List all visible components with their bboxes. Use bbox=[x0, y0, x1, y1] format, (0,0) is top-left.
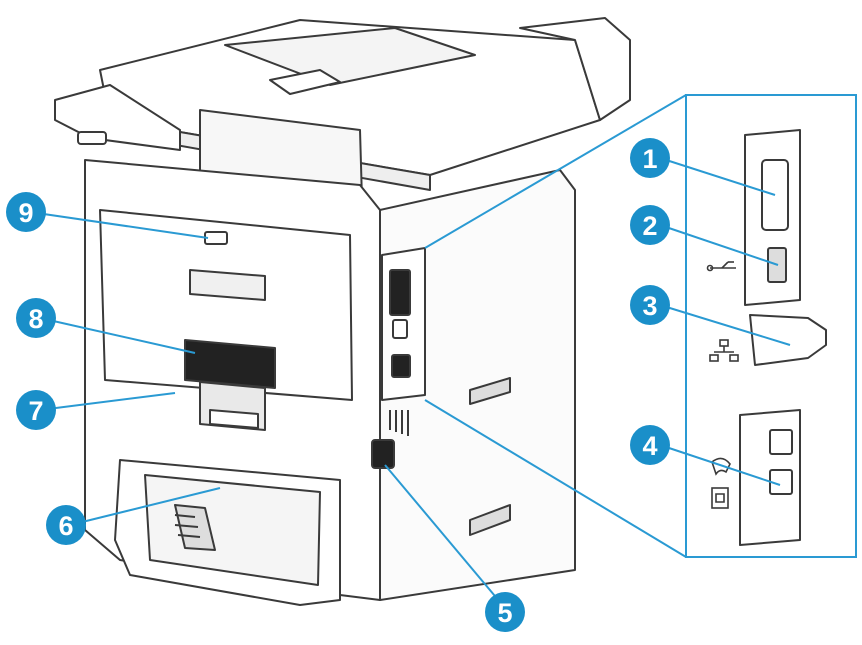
callout-1: 1 bbox=[630, 138, 670, 178]
adf-right-block bbox=[519, 17, 631, 121]
inset-leader-bottom bbox=[424, 399, 687, 558]
side-slot-upper bbox=[469, 377, 511, 405]
inset-line-port-upper bbox=[769, 429, 793, 455]
callout-2: 2 bbox=[630, 205, 670, 245]
callout-2-number: 2 bbox=[642, 211, 657, 241]
inset-leader-top bbox=[424, 94, 687, 249]
port-fax-small bbox=[389, 269, 411, 316]
callout-9: 9 bbox=[6, 192, 46, 232]
callout-4-number: 4 bbox=[642, 431, 657, 461]
paper-guide-grip bbox=[174, 514, 201, 538]
port-usb-small bbox=[392, 319, 408, 339]
leader-8 bbox=[39, 317, 196, 354]
leader-3 bbox=[659, 304, 791, 346]
network-icon bbox=[709, 339, 739, 362]
side-slot-lower bbox=[469, 504, 511, 536]
leader-6 bbox=[69, 487, 221, 526]
callout-5-number: 5 bbox=[497, 598, 512, 628]
callout-9-number: 9 bbox=[18, 198, 33, 228]
telephone-icon bbox=[711, 487, 729, 509]
left-latch bbox=[77, 131, 107, 145]
callout-lines bbox=[29, 157, 791, 609]
leader-4 bbox=[659, 444, 781, 486]
leader-1 bbox=[659, 157, 776, 196]
leader-7 bbox=[39, 392, 176, 411]
rear-door-handle-recess bbox=[189, 269, 266, 301]
rear-door-latch bbox=[204, 231, 228, 245]
callout-7: 7 bbox=[16, 390, 56, 430]
callout-4: 4 bbox=[630, 425, 670, 465]
inset-ethernet-plug bbox=[749, 314, 827, 366]
paper-tray-inner bbox=[144, 474, 321, 586]
port-detail-inset bbox=[424, 94, 857, 558]
printer-illustration bbox=[54, 17, 631, 606]
port-eth-small bbox=[391, 354, 411, 378]
callout-5: 5 bbox=[485, 592, 525, 632]
fax-line-icon bbox=[711, 457, 731, 476]
usb-icon bbox=[706, 261, 736, 272]
callout-badges: 1 2 3 4 5 6 7 8 bbox=[6, 138, 670, 632]
chassis-right-side bbox=[379, 169, 576, 601]
callout-3: 3 bbox=[630, 285, 670, 325]
callout-8-number: 8 bbox=[28, 304, 43, 334]
callout-6: 6 bbox=[46, 505, 86, 545]
leader-9 bbox=[29, 211, 209, 239]
rear-door bbox=[99, 209, 353, 401]
leader-5 bbox=[384, 464, 506, 609]
leader-2 bbox=[659, 224, 779, 266]
callout-8: 8 bbox=[16, 298, 56, 338]
adf-tray bbox=[224, 27, 476, 86]
callout-7-number: 7 bbox=[28, 396, 43, 426]
power-connector bbox=[371, 439, 395, 469]
callout-3-number: 3 bbox=[642, 291, 657, 321]
callout-1-number: 1 bbox=[642, 144, 657, 174]
duplexer-roller bbox=[209, 409, 259, 429]
callout-6-number: 6 bbox=[58, 511, 73, 541]
vent-slots bbox=[389, 410, 409, 436]
serial-label bbox=[184, 339, 276, 389]
adf-tray-slot bbox=[269, 69, 341, 95]
